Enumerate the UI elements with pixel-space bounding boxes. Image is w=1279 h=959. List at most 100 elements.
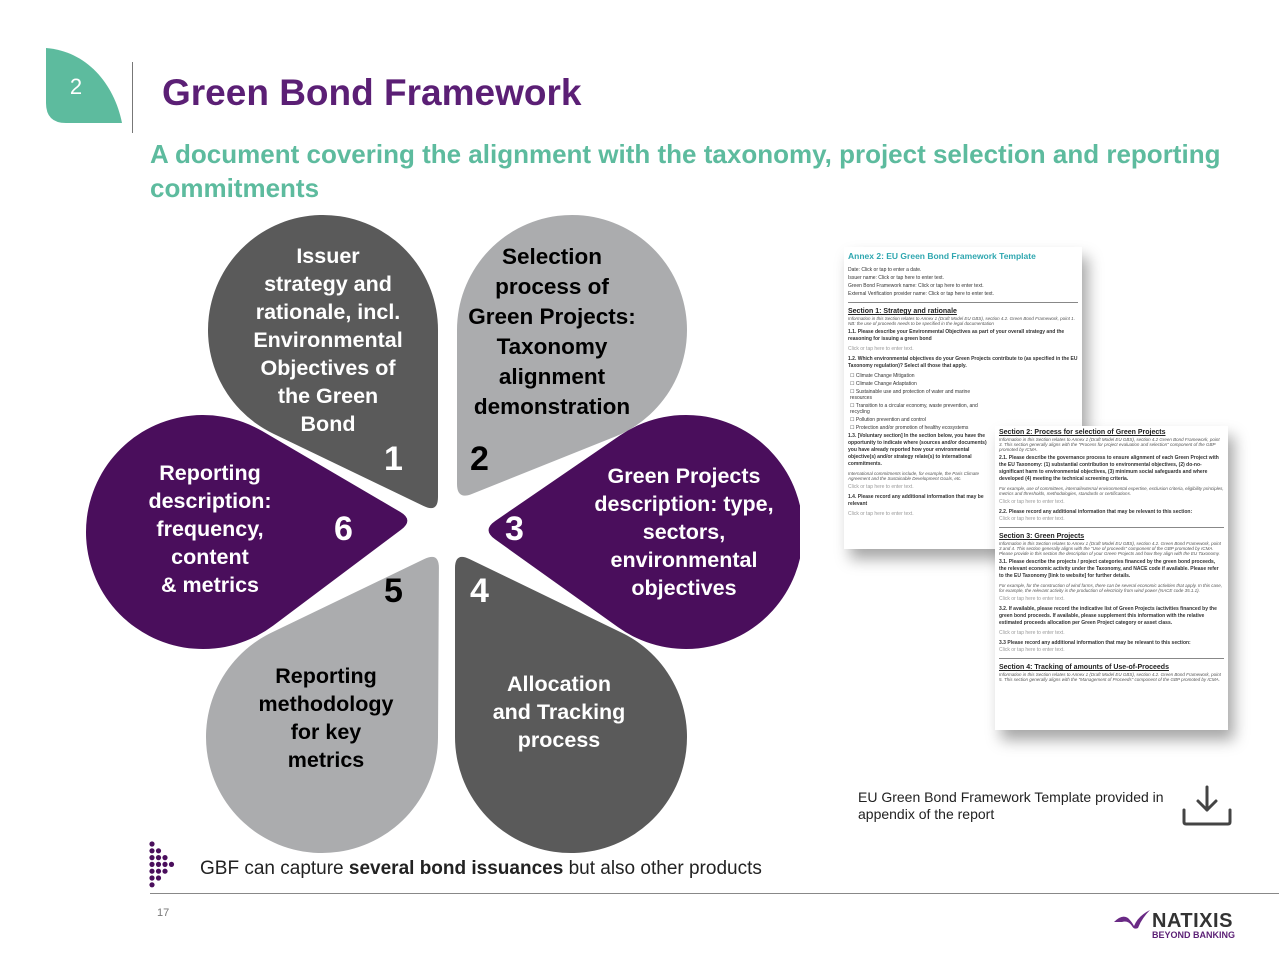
brand-name: NATIXIS	[1152, 910, 1233, 932]
download-icon[interactable]	[1180, 784, 1234, 828]
doc-placeholder: Click or tap here to enter text.	[999, 499, 1065, 505]
petal-text-line: metrics	[287, 748, 365, 772]
petal-6	[86, 415, 408, 649]
petal-text-line: description:	[148, 489, 272, 513]
doc-field: External Verification provider name: Cli…	[848, 291, 994, 297]
arrow-dot	[155, 861, 162, 867]
doc-question: 3.2. If available, please record the ind…	[999, 606, 1217, 626]
petal-text-line: strategy and	[264, 272, 392, 296]
dot-arrow-icon	[149, 841, 175, 888]
arrow-dot	[149, 841, 155, 847]
doc-field: Issuer name: Click or tap here to enter …	[848, 275, 944, 281]
doc-field: Date: Click or tap to enter a date.	[848, 267, 922, 273]
petal-4-number: 4	[470, 572, 489, 610]
doc-question: 2.2. Please record any additional inform…	[999, 509, 1193, 515]
petal-text-line: Selection	[501, 244, 603, 269]
doc-note: International commitments include, for e…	[848, 471, 980, 481]
doc-section-title: Section 1: Strategy and rationale	[848, 308, 957, 315]
petal-2	[457, 215, 688, 496]
doc-section-note: Information in this Section relates to A…	[848, 316, 1075, 326]
petal-2-number: 2	[470, 440, 489, 478]
doc-question: 1.2. Which environmental objectives do y…	[848, 356, 1078, 369]
petal-text-line: Green Projects	[607, 464, 761, 488]
arrow-dot	[149, 875, 155, 881]
petal-text-line: frequency,	[156, 517, 264, 541]
doc-placeholder: Click or tap here to enter text.	[848, 511, 914, 517]
footer-note-bold: several bond issuances	[348, 858, 564, 879]
petal-text-line: process of	[495, 274, 609, 299]
petal-5	[206, 556, 439, 853]
doc-question: 1.4. Please record any additional inform…	[848, 494, 984, 507]
petal-text-line: description: type,	[594, 492, 774, 516]
doc-note: For example, for the construction of win…	[999, 583, 1223, 593]
petal-5-number: 5	[384, 572, 403, 610]
arrow-dot	[168, 861, 175, 867]
arrow-dot	[162, 855, 168, 861]
arrow-dot	[149, 882, 155, 888]
doc-checkbox: ☐ Climate Change Mitigation	[850, 373, 915, 379]
doc-section-title: Section 4: Tracking of amounts of Use-of…	[999, 664, 1169, 671]
arrow-dot	[155, 875, 162, 881]
doc-placeholder: Click or tap here to enter text.	[999, 647, 1065, 653]
petal-text-line: Objectives of	[260, 356, 396, 380]
doc-question: 2.1. Please describe the governance proc…	[999, 455, 1219, 482]
arrow-dot	[162, 861, 168, 867]
natixis-logo-mark	[1114, 910, 1150, 929]
doc-placeholder: Click or tap here to enter text.	[999, 630, 1065, 636]
footer-note-suffix: but also other products	[563, 858, 762, 879]
doc-field: Green Bond Framework name: Click or tap …	[848, 283, 984, 289]
doc-placeholder: Click or tap here to enter text.	[848, 484, 914, 490]
footer-note-prefix: GBF can capture	[200, 858, 349, 879]
petal-6-number: 6	[334, 510, 353, 548]
flower-diagram	[86, 214, 800, 853]
petal-text-line: Reporting	[275, 664, 377, 688]
doc-note: For example, use of committees, internal…	[999, 486, 1224, 496]
petal-text-line: rationale, incl.	[255, 300, 401, 324]
petal-text-line: environmental	[610, 548, 758, 572]
petal-text-line: Environmental	[253, 328, 403, 352]
doc-checkbox: ☐ Protection and/or promotion of healthy…	[850, 425, 969, 431]
petal-text-line: content	[171, 545, 249, 569]
petal-1	[207, 214, 438, 509]
petal-text-line: Reporting	[159, 461, 261, 485]
doc-question: 3.1. Please describe the projects / proj…	[999, 559, 1219, 579]
petal-text-line: alignment	[498, 364, 606, 389]
petal-1-number: 1	[384, 440, 403, 478]
brand-tagline: BEYOND BANKING	[1152, 930, 1236, 940]
petal-text-line: demonstration	[473, 394, 631, 419]
doc-question: 1.1. Please describe your Environmental …	[848, 329, 1065, 342]
section-number: 2	[69, 74, 83, 99]
footer-note: GBF can capture several bond issuances b…	[200, 858, 762, 880]
doc-question: 3.3 Please record any additional informa…	[999, 640, 1191, 646]
petal-3-number: 3	[505, 510, 524, 548]
arrow-dot	[155, 868, 162, 874]
doc-heading: Annex 2: EU Green Bond Framework Templat…	[848, 251, 1036, 261]
footer-divider	[150, 893, 1279, 894]
page-number: 17	[157, 907, 170, 919]
petal-text-line: process	[517, 728, 601, 752]
petal-6-text: Reporting description: frequency, content & …	[128, 459, 292, 599]
template-page-2-thumbnail[interactable]: Section 2: Process for selection of Gree…	[995, 426, 1228, 730]
doc-section-note: Information in this Section relates to A…	[999, 672, 1221, 682]
arrow-dot	[149, 848, 155, 854]
arrow-dot	[149, 861, 155, 867]
petal-text-line: methodology	[258, 692, 394, 716]
doc-section-title: Section 2: Process for selection of Gree…	[999, 429, 1166, 436]
arrow-dot	[162, 868, 168, 874]
petal-3	[488, 415, 800, 649]
doc-checkbox: ☐ Transition to a circular economy, wast…	[850, 403, 978, 415]
doc-placeholder: Click or tap here to enter text.	[848, 346, 914, 352]
petal-text-line: the Green	[277, 384, 379, 408]
doc-placeholder: Click or tap here to enter text.	[999, 516, 1065, 522]
doc-section-note: Information in this Section relates to A…	[999, 541, 1221, 556]
petal-text-line: and Tracking	[492, 700, 626, 724]
petal-text-line: & metrics	[161, 573, 259, 597]
doc-section-title: Section 3: Green Projects	[999, 533, 1085, 540]
header-divider	[132, 62, 133, 133]
petal-text-line: Green Projects:	[468, 304, 636, 329]
petal-text-line: sectors,	[642, 520, 726, 544]
arrow-dot	[149, 855, 155, 861]
